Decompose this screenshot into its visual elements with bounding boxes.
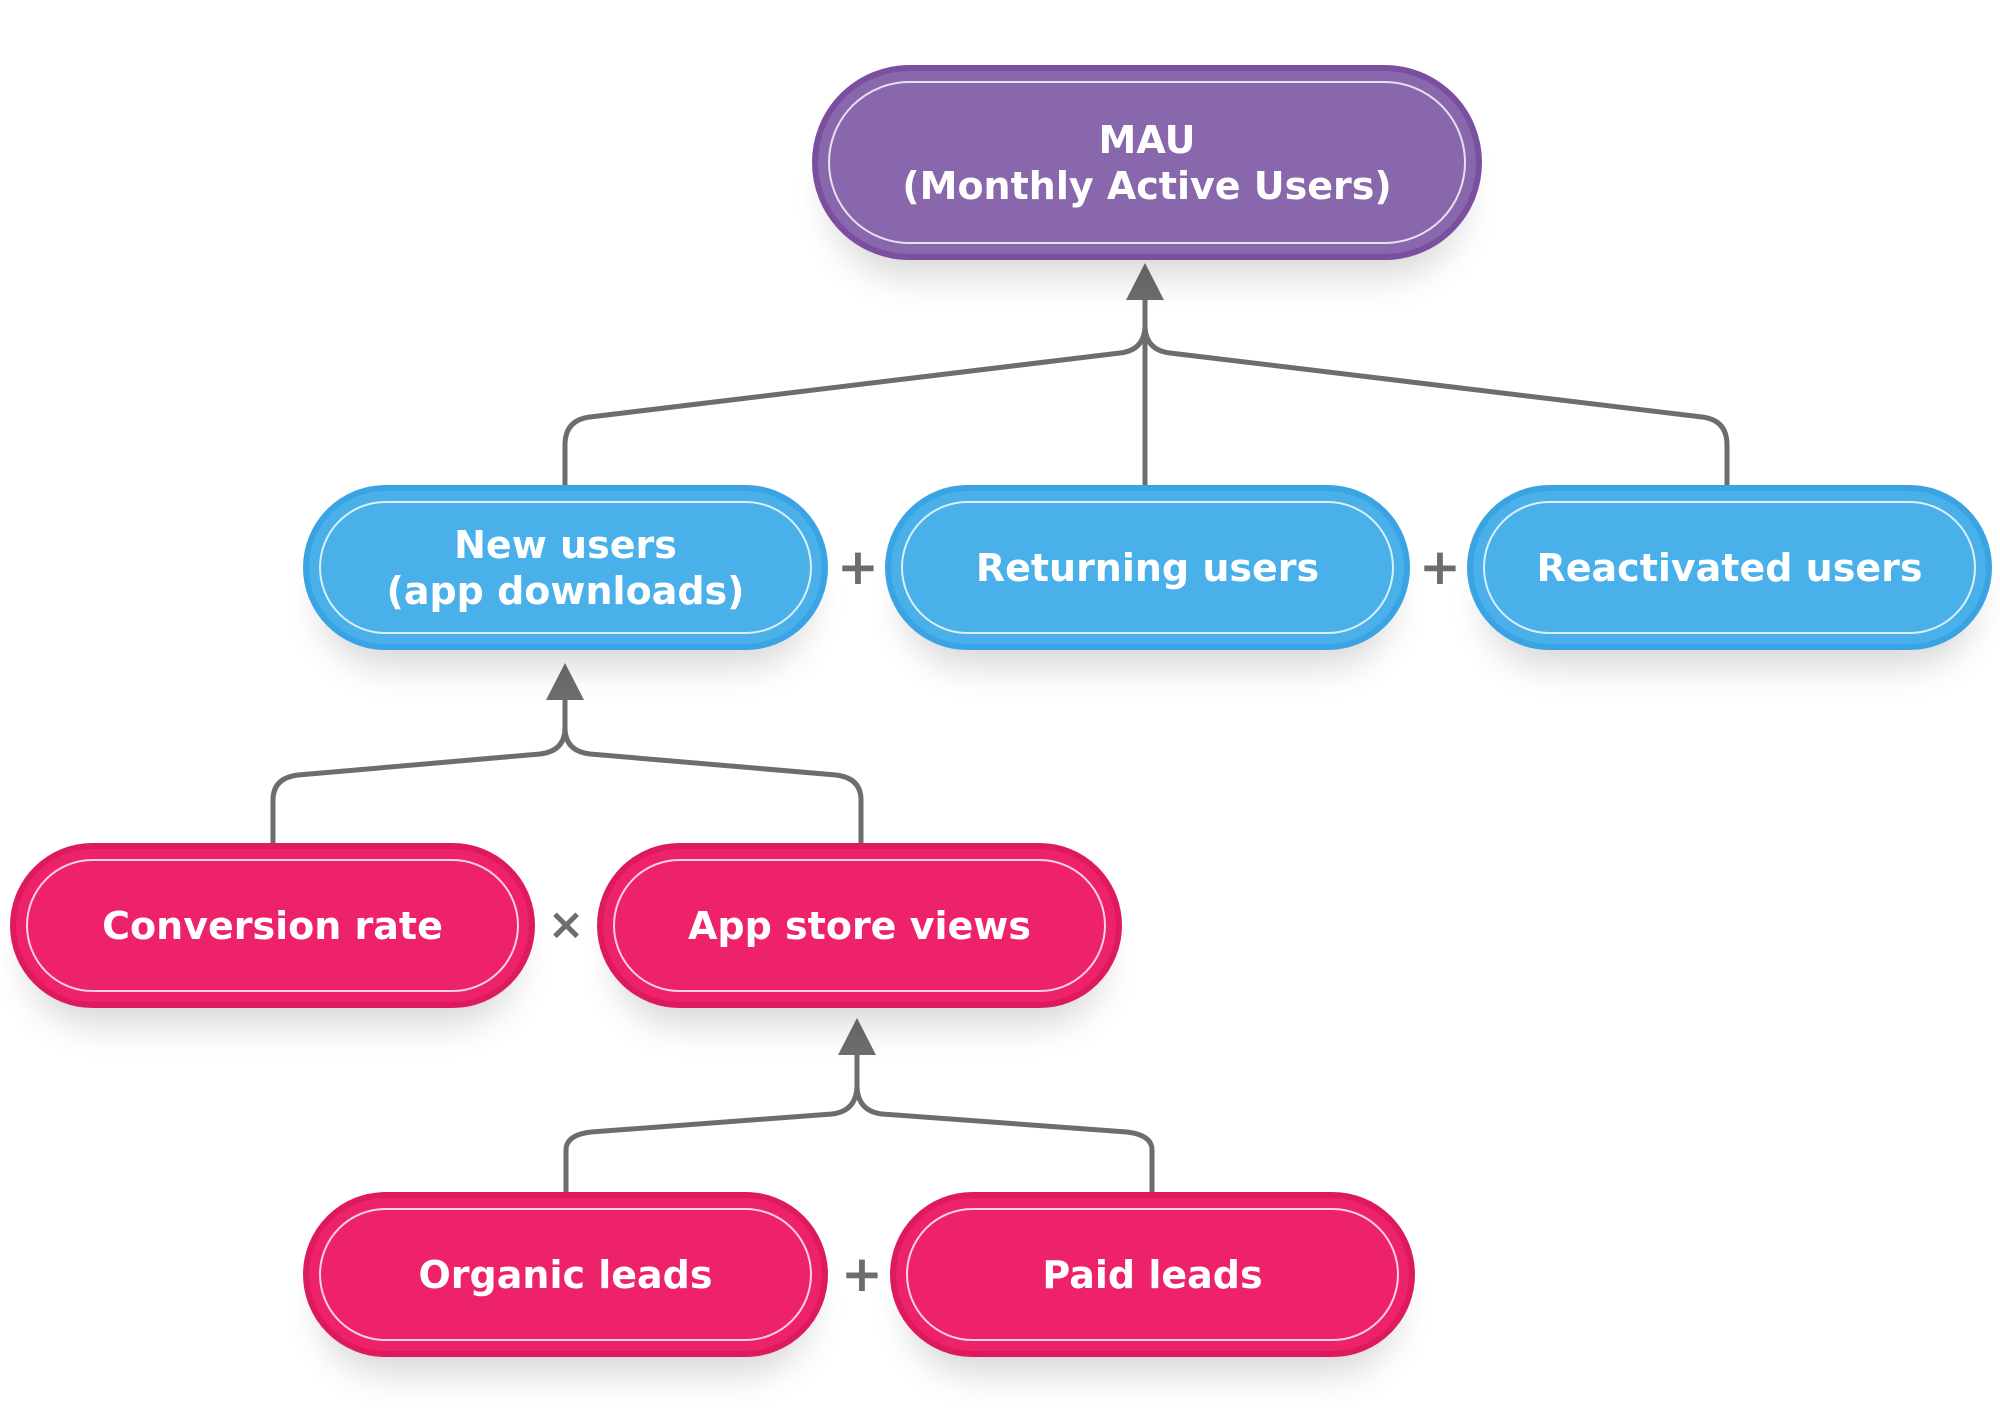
node-paid-leads: Paid leads <box>890 1192 1415 1357</box>
node-returning-users: Returning users <box>885 485 1410 650</box>
connector-paid-to-views <box>854 1055 1155 1192</box>
node-paid-leads-label: Paid leads <box>1042 1252 1263 1297</box>
operator-plus-2: + <box>1419 538 1461 596</box>
node-new-users-title: New users <box>454 522 677 567</box>
node-new-users-subtitle: (app downloads) <box>386 568 745 613</box>
arrowhead-app-store-views <box>838 1018 876 1055</box>
node-mau: MAU (Monthly Active Users) <box>812 65 1482 260</box>
operator-plus-3: + <box>841 1245 883 1303</box>
node-new-users: New users (app downloads) <box>303 485 828 650</box>
node-conversion-rate-label: Conversion rate <box>102 903 443 948</box>
node-organic-leads-label: Organic leads <box>418 1252 713 1297</box>
arrowhead-mau <box>1126 263 1164 300</box>
arrowhead-new-users <box>546 663 584 700</box>
node-conversion-rate: Conversion rate <box>10 843 535 1008</box>
node-mau-title: MAU <box>1098 117 1196 162</box>
node-returning-users-label: Returning users <box>975 545 1320 590</box>
connector-new-users-to-mau <box>562 300 1148 485</box>
connector-organic-to-views <box>563 1055 860 1192</box>
node-app-store-views: App store views <box>597 843 1122 1008</box>
operator-times: × <box>547 899 585 950</box>
node-app-store-views-label: App store views <box>688 903 1031 948</box>
node-mau-subtitle: (Monthly Active Users) <box>902 163 1392 208</box>
connector-conversion-to-new-users <box>270 700 568 843</box>
node-reactivated-users-label: Reactivated users <box>1536 545 1923 590</box>
node-organic-leads: Organic leads <box>303 1192 828 1357</box>
connector-reactivated-to-mau <box>1142 300 1730 485</box>
operator-plus-1: + <box>837 538 879 596</box>
connector-views-to-new-users <box>562 700 864 843</box>
node-reactivated-users: Reactivated users <box>1467 485 1992 650</box>
